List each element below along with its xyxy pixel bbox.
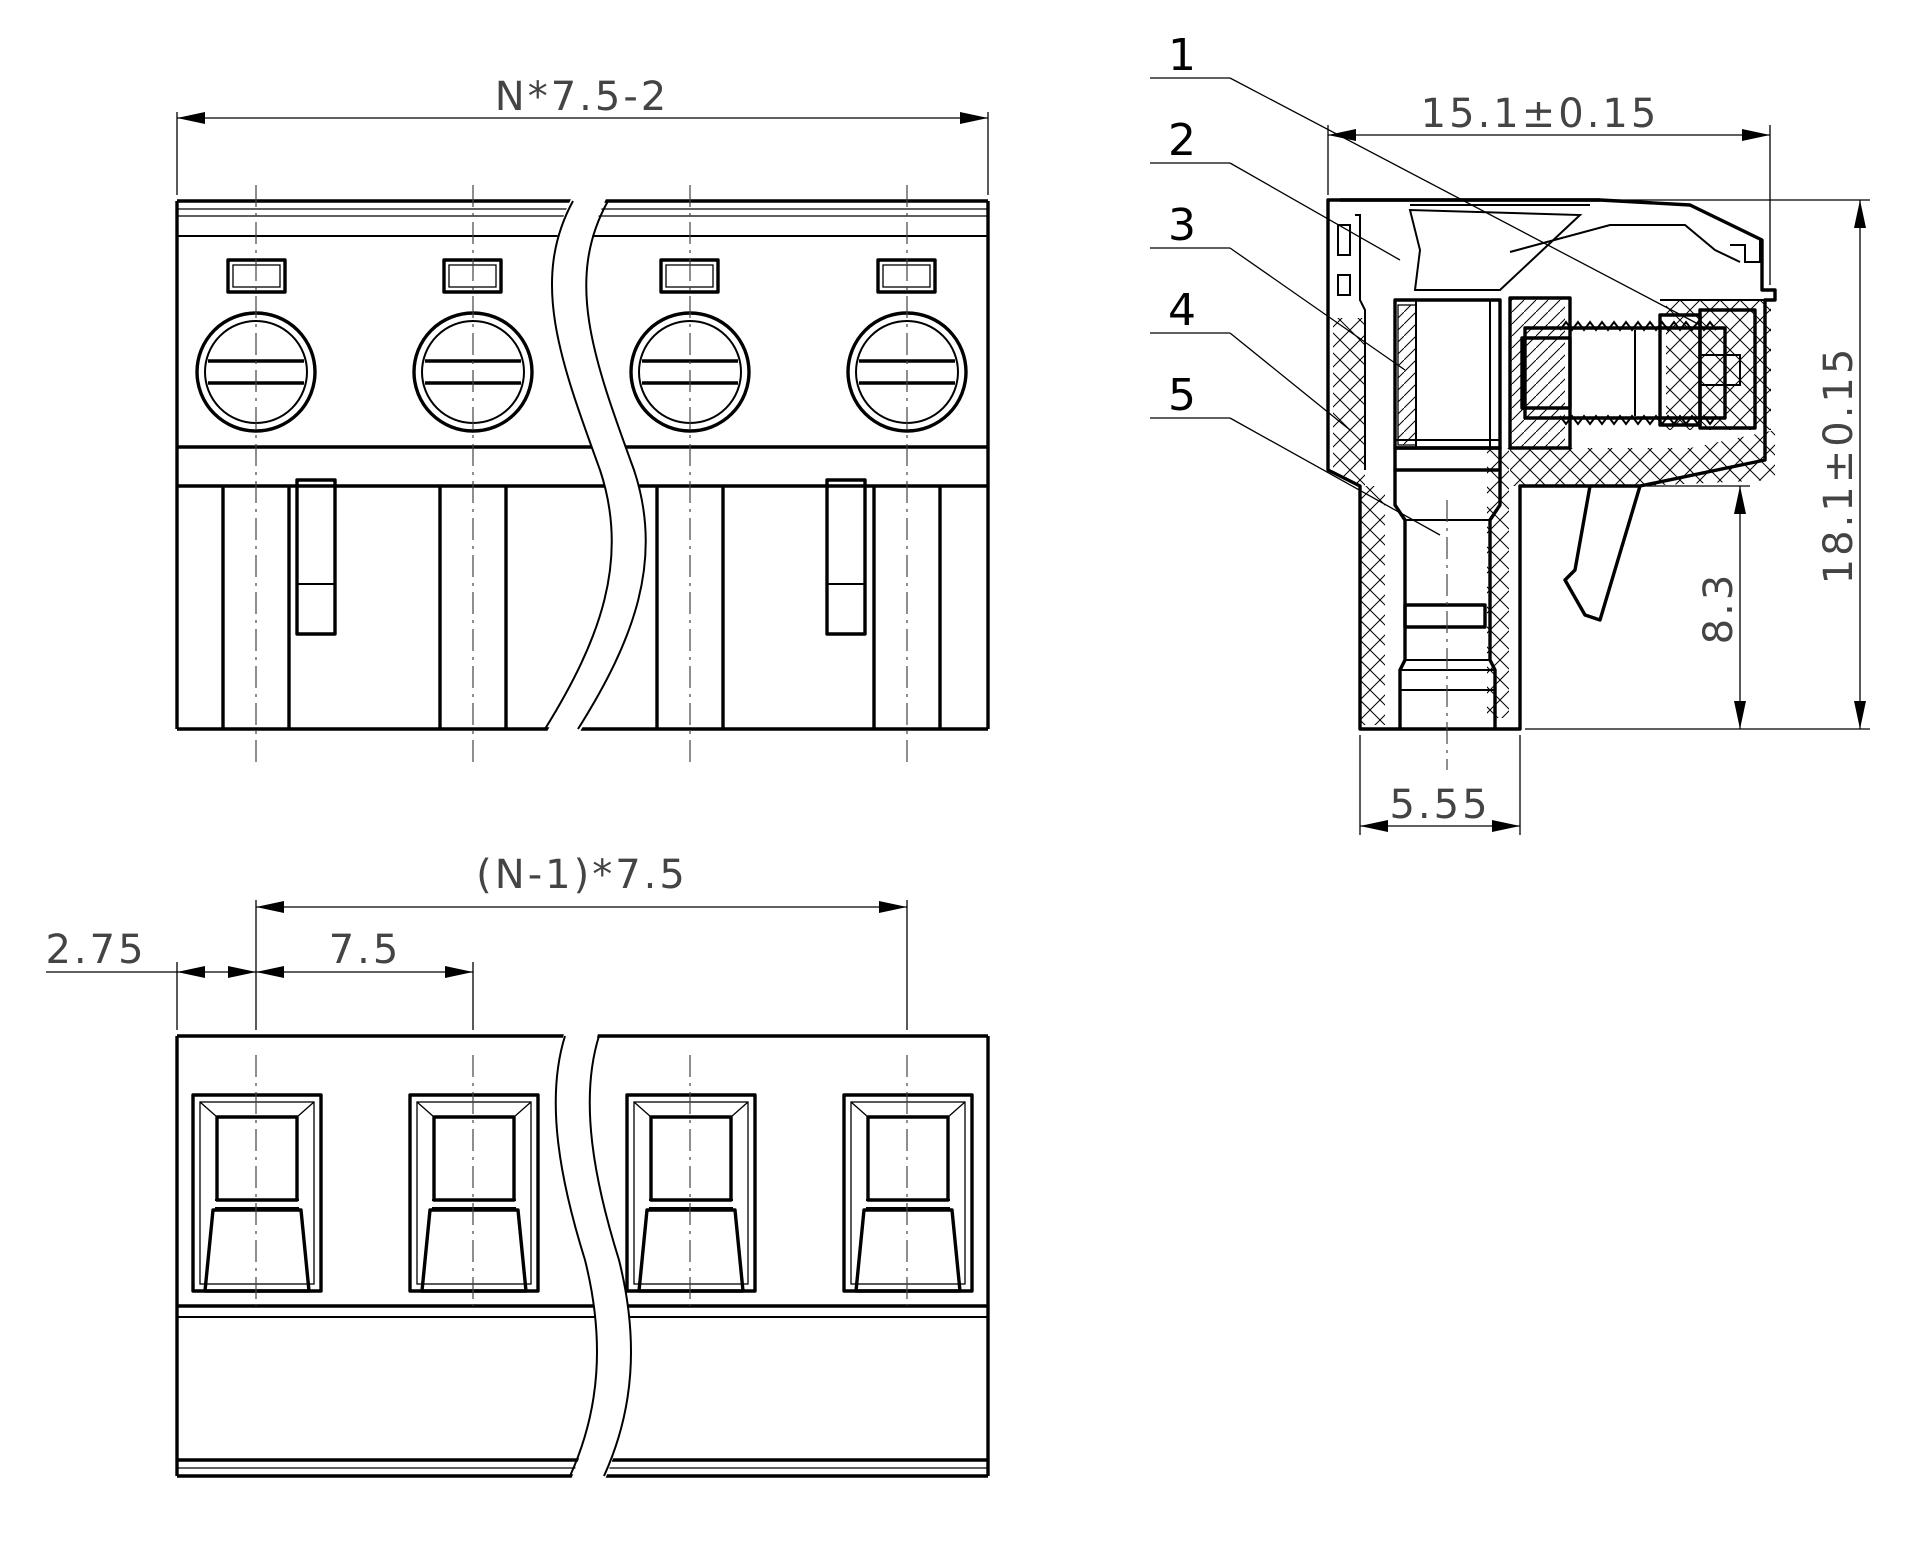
front-latch-tab-right	[825, 478, 867, 636]
front-windows	[226, 258, 937, 294]
socket	[625, 1093, 757, 1293]
dim-pin-offset: 5.55	[1359, 735, 1521, 835]
dim-edge-offset-label: 2.75	[45, 927, 146, 973]
bottom-view: (N-1)*7.5 2.75 7.5	[45, 852, 990, 1482]
callout-4: 4	[1168, 285, 1196, 336]
front-break	[544, 195, 647, 735]
dim-edge-offset: 2.75	[45, 927, 256, 1030]
dim-pin-height-label: 8.3	[1696, 572, 1742, 645]
part-callouts: 1 2 3 4 5	[1150, 30, 1701, 536]
dim-height-label: 18.1±0.15	[1816, 346, 1862, 585]
dim-depth-label: 15.1±0.15	[1421, 91, 1660, 137]
front-centerlines	[255, 185, 908, 762]
dim-pitch: 7.5	[256, 927, 474, 1030]
dim-pitch-span-label: (N-1)*7.5	[476, 852, 688, 898]
dim-pitch-span: (N-1)*7.5	[255, 852, 908, 1030]
dim-depth: 15.1±0.15	[1327, 91, 1771, 285]
dim-pin-height: 8.3	[1640, 485, 1750, 729]
callout-1: 1	[1168, 30, 1196, 81]
front-view: N*7.5-2	[175, 74, 990, 762]
socket	[842, 1093, 974, 1293]
front-ribs	[221, 486, 942, 729]
bottom-sockets	[191, 1093, 974, 1293]
bottom-centerlines	[255, 1055, 908, 1306]
callout-5: 5	[1168, 370, 1196, 421]
bottom-break	[554, 1030, 632, 1482]
callout-3: 3	[1168, 200, 1196, 251]
dim-overall-width: N*7.5-2	[176, 74, 989, 195]
dim-pin-offset-label: 5.55	[1389, 782, 1490, 828]
callout-2: 2	[1168, 115, 1196, 166]
side-section-view: 1 2 3 4 5 15.1±0.15	[1150, 30, 1870, 835]
socket	[191, 1093, 323, 1293]
socket	[408, 1093, 540, 1293]
dim-overall-width-label: N*7.5-2	[495, 74, 669, 120]
dim-height: 18.1±0.15	[1525, 199, 1870, 730]
dim-pitch-label: 7.5	[329, 927, 402, 973]
front-latch-tab-left	[295, 478, 337, 636]
